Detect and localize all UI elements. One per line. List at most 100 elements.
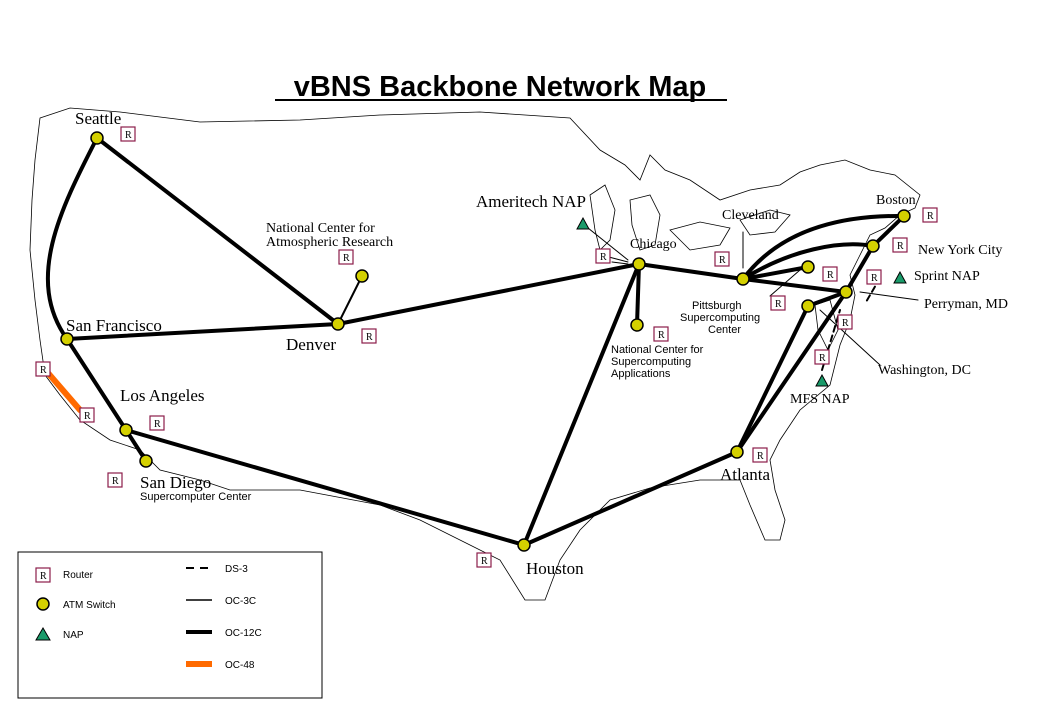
svg-text:R: R [927, 211, 934, 222]
label-sprint: Sprint NAP [914, 269, 980, 284]
link-atlanta-perryman [735, 290, 848, 454]
switch-newyork [866, 239, 880, 253]
link-cleveland-newyork [741, 242, 875, 281]
legend-ds3-label: DS-3 [225, 564, 248, 575]
label-ncsa-2: Supercomputing [611, 356, 691, 368]
switch-atlanta [730, 445, 744, 459]
link-chicago-houston [522, 262, 641, 547]
svg-text:R: R [125, 130, 132, 141]
svg-text:R: R [154, 419, 161, 430]
label-sandiego-sub: Supercomputer Center [140, 491, 252, 503]
link-denver-ncar [337, 275, 363, 325]
label-seattle: Seattle [75, 109, 121, 128]
switch-seattle [90, 131, 104, 145]
legend-oc48-label: OC-48 [225, 660, 255, 671]
label-atlanta: Atlanta [720, 465, 770, 484]
switch-sandiego [139, 454, 153, 468]
label-losangeles: Los Angeles [120, 386, 205, 405]
link-ameritech-chicago [582, 223, 629, 261]
link-seattle-denver [95, 136, 340, 326]
router-losangeles-west: R [79, 407, 95, 423]
link-newyork-perryman [844, 244, 875, 294]
router-houston: R [476, 552, 492, 568]
nap-mfs [815, 373, 829, 387]
legend-nap-icon [35, 627, 51, 641]
legend-switch-label: ATM Switch [63, 600, 116, 611]
switch-perryman [839, 285, 853, 299]
svg-text:R: R [775, 299, 782, 310]
link-cleveland-boston [741, 213, 906, 281]
switch-boston [897, 209, 911, 223]
link-denver-chicago [336, 262, 641, 326]
switch-pittsburgh [801, 299, 815, 313]
routers: R R R R R R R R R R R R R R R R R R R [35, 126, 938, 568]
svg-text:R: R [658, 330, 665, 341]
link-cleveland-pittsburgh-sw [741, 265, 810, 281]
label-ncsa-1: National Center for [611, 344, 704, 356]
link-sanfrancisco-losangeles-oc48 [45, 370, 83, 413]
router-mfs: R [814, 349, 830, 365]
router-cleveland: R [714, 251, 730, 267]
link-washington-pointer [819, 309, 881, 366]
router-boston: R [922, 207, 938, 223]
link-sanfrancisco-denver [65, 322, 340, 341]
label-washington: Washington, DC [878, 363, 971, 378]
switch-denver [331, 317, 345, 331]
router-newyork: R [892, 237, 908, 253]
svg-text:R: R [600, 252, 607, 263]
nap-sprint [893, 270, 907, 284]
link-sanfrancisco-losangeles [65, 337, 128, 432]
label-boston: Boston [876, 193, 916, 208]
switch-cleveland [736, 272, 750, 286]
label-perryman: Perryman, MD [924, 297, 1008, 312]
map-title: vBNS Backbone Network Map [294, 71, 707, 103]
link-cleveland-perryman [741, 277, 848, 294]
legend-nap-label: NAP [63, 630, 84, 641]
legend-oc12c-label: OC-12C [225, 628, 262, 639]
router-chicago: R [595, 248, 611, 264]
naps [576, 216, 907, 387]
svg-text:R: R [827, 270, 834, 281]
router-atlanta: R [752, 447, 768, 463]
switch-houston [517, 538, 531, 552]
nap-ameritech [576, 216, 590, 230]
svg-text:R: R [40, 571, 47, 582]
legend-router-label: Router [63, 570, 94, 581]
label-mfs: MFS NAP [790, 392, 850, 407]
label-chicago: Chicago [630, 237, 677, 252]
atm-switches [60, 131, 911, 552]
link-losangeles-houston [124, 428, 526, 547]
router-seattle: R [120, 126, 136, 142]
switch-losangeles [119, 423, 133, 437]
city-labels: Seattle San Francisco Los Angeles San Di… [66, 109, 1008, 578]
label-pittsburgh: Pittsburgh [692, 300, 742, 312]
router-pittsburgh-north: R [822, 266, 838, 282]
router-sandiego: R [107, 472, 123, 488]
svg-text:R: R [819, 353, 826, 364]
label-pittsburgh-sub2: Center [708, 324, 741, 336]
link-chicago-r2 [611, 261, 629, 265]
legend-box [17, 551, 323, 699]
switch-chicago [632, 257, 646, 271]
label-pittsburgh-sub1: Supercomputing [680, 312, 760, 324]
svg-text:R: R [366, 332, 373, 343]
label-ncar-2: Atmospheric Research [266, 235, 393, 250]
router-sanfrancisco: R [35, 361, 51, 377]
svg-text:R: R [343, 253, 350, 264]
legend-oc3c-label: OC-3C [225, 596, 256, 607]
label-ncar-1: National Center for [266, 221, 375, 236]
link-houston-atlanta [522, 450, 739, 547]
link-chicago-ncsa [635, 262, 641, 327]
svg-text:R: R [757, 451, 764, 462]
label-newyork: New York City [918, 243, 1002, 258]
router-denver: R [361, 328, 377, 344]
label-sanfrancisco: San Francisco [66, 316, 162, 335]
link-atlanta-pittsburgh [735, 304, 810, 454]
legend-router-icon: R [35, 567, 51, 583]
legend-switch-icon [36, 597, 50, 611]
router-washington: R [837, 314, 853, 330]
label-ameritech: Ameritech NAP [476, 192, 586, 211]
label-ncsa-3: Applications [611, 368, 671, 380]
router-ncsa: R [653, 326, 669, 342]
